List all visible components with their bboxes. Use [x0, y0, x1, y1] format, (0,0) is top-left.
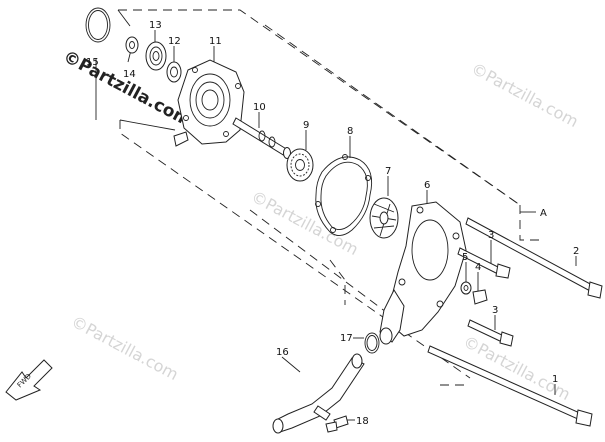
part-13-bearing: [145, 41, 167, 71]
part-9-seal: [286, 148, 314, 182]
label-part-16: 16: [276, 347, 289, 358]
label-part-18: 18: [356, 416, 369, 427]
label-part-4: 4: [475, 262, 481, 273]
label-part-6: 6: [424, 180, 430, 191]
label-part-3-lower: 3: [492, 305, 498, 316]
part-6-pump-housing: [379, 201, 467, 345]
label-part-7: 7: [385, 166, 391, 177]
assembly-guide-lines: [118, 9, 543, 386]
label-part-14: 14: [123, 69, 136, 80]
label-part-8: 8: [347, 126, 353, 137]
part-3-bolt-lower: [467, 319, 514, 347]
leader-lines: [95, 9, 577, 421]
part-14-washer: [125, 36, 139, 54]
part-2-long-bolt: [465, 217, 603, 299]
part-12-seal: [166, 61, 182, 83]
part-15-o-ring: [85, 7, 111, 43]
part-17-o-ring: [364, 332, 380, 354]
label-part-13: 13: [149, 20, 162, 31]
label-part-2: 2: [573, 246, 579, 257]
label-part-11: 11: [209, 36, 222, 47]
label-part-3-upper: 3: [488, 230, 494, 241]
label-part-10: 10: [253, 102, 266, 113]
part-5-washer: [460, 281, 472, 295]
part-18-bolt: [325, 415, 349, 433]
part-10-shaft: [232, 117, 291, 159]
part-1-long-bolt: [427, 345, 593, 427]
watermark-faint: ©Partzilla.com: [248, 187, 361, 259]
label-part-5: 5: [462, 252, 468, 263]
part-4-bolt: [472, 289, 488, 305]
part-11-pump-cover: [173, 59, 245, 147]
part-8-gasket: [315, 154, 373, 236]
label-part-17: 17: [340, 333, 353, 344]
forward-arrow-icon: FWD: [5, 359, 53, 401]
part-labels: 15 14 13 12 11 10 9 8 7 6 A 3 2 5 4 3 17…: [86, 20, 579, 427]
part-16-pipe: [272, 353, 365, 434]
watermark-faint: ©Partzilla.com: [468, 59, 581, 131]
label-ref-a: A: [540, 208, 547, 219]
watermark-faint: ©Partzilla.com: [68, 312, 181, 384]
label-part-15: 15: [86, 57, 99, 68]
label-part-12: 12: [168, 36, 181, 47]
part-7-impeller: [369, 197, 399, 239]
part-3-bolt-upper: [457, 247, 511, 279]
label-part-1: 1: [552, 374, 558, 385]
label-part-9: 9: [303, 120, 309, 131]
